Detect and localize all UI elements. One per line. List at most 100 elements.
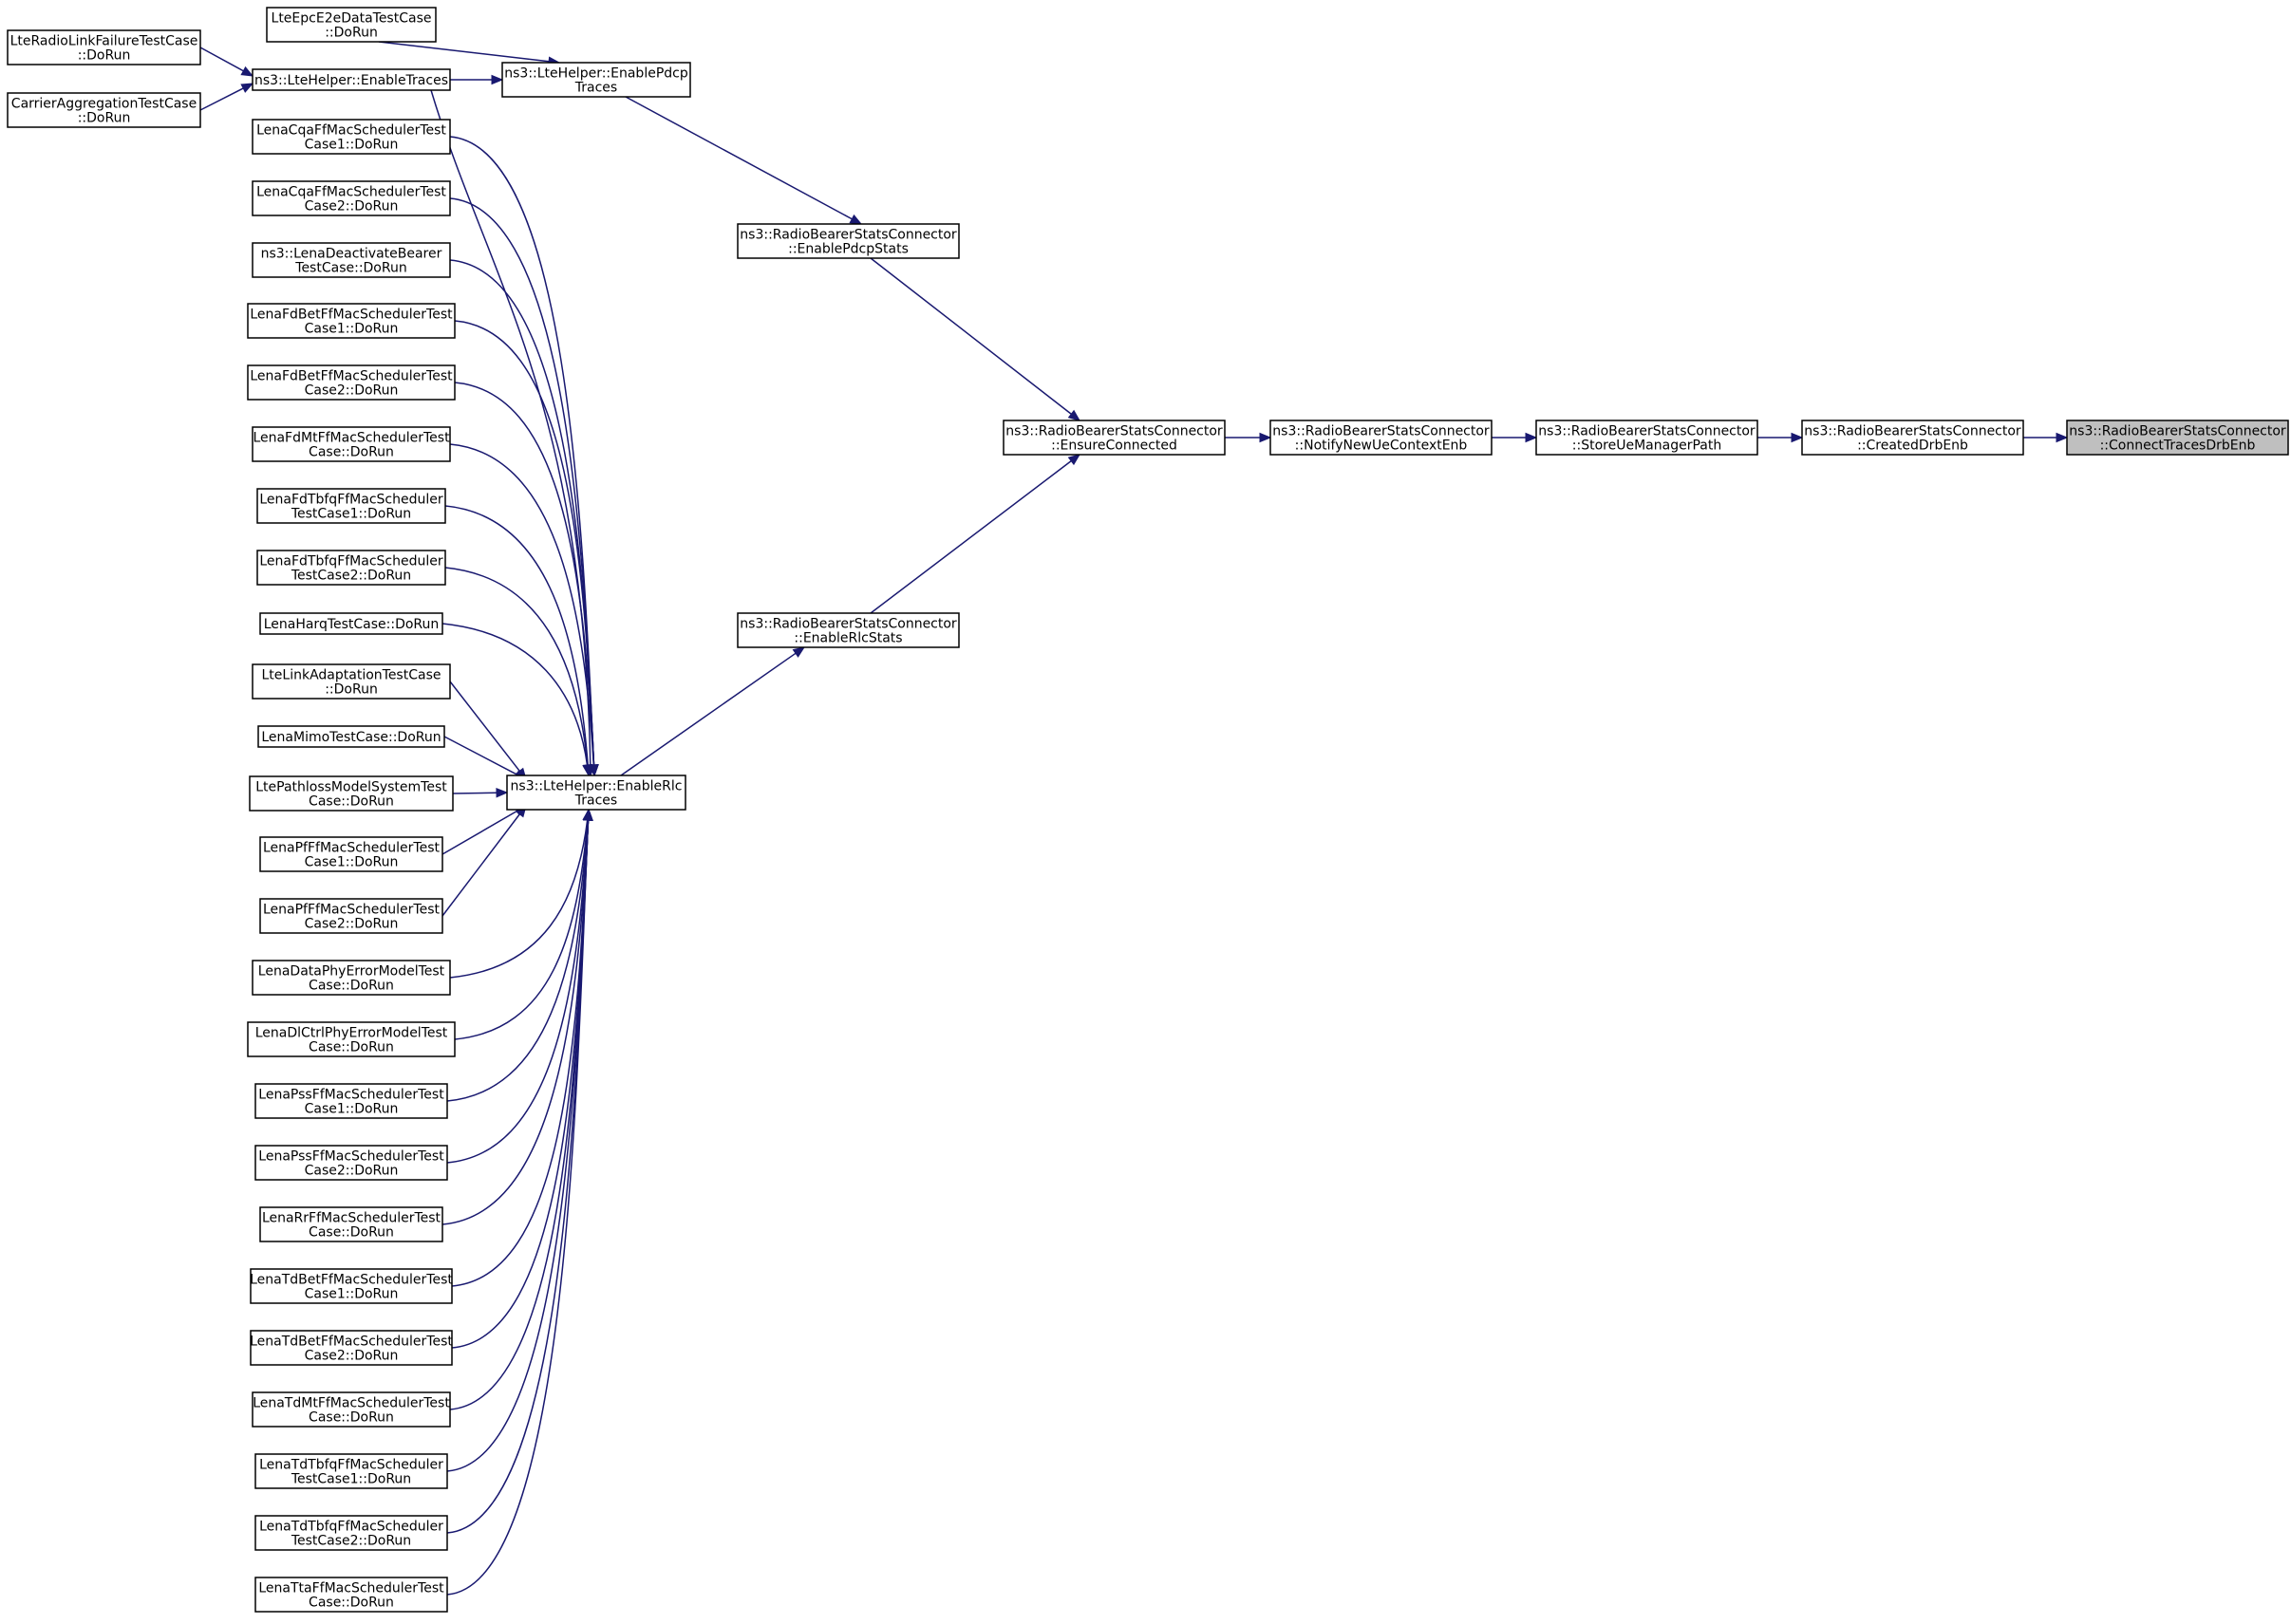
edge-arrowhead [491, 74, 504, 85]
node-label-line: LtePathlossModelSystemTest [255, 780, 447, 795]
node-label-line: LenaPfFfMacSchedulerTest [263, 841, 440, 856]
node-box [254, 1577, 448, 1613]
node-box [256, 488, 446, 524]
node-label-line: Case1::DoRun [305, 855, 399, 870]
node-box [254, 1145, 448, 1181]
node-box [1801, 420, 2024, 456]
node-box [252, 242, 451, 278]
edge-pdcptraces-to-pdcpstats [625, 96, 853, 220]
edge-fdbet2-to-rlctraces [454, 382, 595, 766]
node-box [1535, 420, 1758, 456]
edge-rlcstats-to-ensure [870, 460, 1072, 614]
edge-cqa1-to-rlctraces [449, 136, 595, 766]
node-carrier[interactable]: CarrierAggregationTestCase::DoRun [7, 92, 201, 128]
node-rlf[interactable]: LteRadioLinkFailureTestCase::DoRun [7, 29, 201, 65]
node-label-line: TestCase1::DoRun [291, 1472, 411, 1487]
node-box [501, 62, 691, 98]
nodes-layer: ns3::RadioBearerStatsConnector::ConnectT… [7, 7, 2289, 1613]
node-label-line: ::EnableRlcStats [794, 631, 902, 646]
node-box [259, 836, 443, 872]
node-mimo[interactable]: LenaMimoTestCase::DoRun [257, 725, 445, 748]
node-label-line: LenaMimoTestCase::DoRun [261, 730, 441, 745]
node-created[interactable]: ns3::RadioBearerStatsConnector::CreatedD… [1801, 420, 2024, 456]
node-label-line: CarrierAggregationTestCase [11, 97, 197, 112]
edge-arrowhead [2056, 432, 2069, 443]
edge-arrowhead [582, 763, 592, 777]
node-linkadapt[interactable]: LteLinkAdaptationTestCase::DoRun [252, 663, 451, 700]
node-label-line: LteRadioLinkFailureTestCase [10, 34, 198, 49]
node-box [254, 1515, 448, 1551]
node-label-line: ::EnsureConnected [1051, 439, 1177, 454]
edge-tdtbfq1-to-rlctraces [446, 819, 590, 1472]
node-label-line: Case2::DoRun [305, 199, 399, 215]
node-label-line: Traces [574, 81, 617, 96]
node-label-line: TestCase::DoRun [294, 261, 406, 276]
edge-dlctrl-to-rlctraces [454, 819, 589, 1040]
node-label-line: ns3::RadioBearerStatsConnector [1005, 424, 1223, 439]
edge-pf2-to-rlctraces [441, 813, 520, 917]
node-label-line: Case2::DoRun [305, 383, 399, 399]
node-box [257, 725, 445, 748]
node-label-line: TestCase2::DoRun [291, 569, 411, 584]
node-enabletraces[interactable]: ns3::LteHelper::EnableTraces [252, 68, 451, 91]
edge-tdmt-to-rlctraces [449, 819, 590, 1410]
node-label-line: Case::DoRun [309, 1410, 394, 1426]
node-label-line: ns3::RadioBearerStatsConnector [2069, 424, 2286, 439]
edge-rlctraces-to-rlcstats [620, 652, 797, 776]
node-label-line: TestCase1::DoRun [291, 507, 411, 522]
node-connect[interactable]: ns3::RadioBearerStatsConnector::ConnectT… [2066, 420, 2289, 456]
node-label-line: Traces [574, 793, 617, 809]
node-rlcstats[interactable]: ns3::RadioBearerStatsConnector::EnableRl… [737, 612, 960, 648]
node-harq[interactable]: LenaHarqTestCase::DoRun [259, 612, 443, 635]
node-label-line: LenaPfFfMacSchedulerTest [263, 903, 440, 918]
node-notify[interactable]: ns3::RadioBearerStatsConnector::NotifyNe… [1269, 420, 1493, 456]
node-label-line: LenaTdTbfqFfMacScheduler [259, 1458, 443, 1473]
node-box [7, 92, 201, 128]
node-label-line: ::CreatedDrbEnb [1857, 439, 1968, 454]
edge-fdtbfq1-to-rlctraces [444, 505, 589, 766]
node-store[interactable]: ns3::RadioBearerStatsConnector::StoreUeM… [1535, 420, 1758, 456]
edge-pss2-to-rlctraces [446, 819, 590, 1164]
node-label-line: ns3::RadioBearerStatsConnector [740, 228, 957, 243]
node-epce2e[interactable]: LteEpcE2eDataTestCase::DoRun [266, 7, 437, 43]
node-label-line: Case1::DoRun [305, 1102, 399, 1117]
node-label-line: Case::DoRun [309, 1040, 394, 1055]
edge-arrowhead [1791, 432, 1804, 443]
node-ensure[interactable]: ns3::RadioBearerStatsConnector::EnsureCo… [1003, 420, 1226, 456]
node-label-line: LenaFdTbfqFfMacScheduler [259, 554, 442, 569]
node-box [254, 1453, 448, 1489]
node-box [252, 426, 451, 462]
edge-arrowhead [849, 214, 863, 225]
node-pdcpstats[interactable]: ns3::RadioBearerStatsConnector::EnablePd… [737, 223, 960, 259]
node-box [737, 223, 960, 259]
edge-arrowhead [583, 808, 593, 821]
node-label-line: LenaPssFfMacSchedulerTest [258, 1149, 444, 1165]
node-label-line: ns3::RadioBearerStatsConnector [1804, 424, 2021, 439]
node-label-line: ::EnablePdcpStats [788, 242, 909, 257]
node-label-line: LenaPssFfMacSchedulerTest [258, 1088, 444, 1103]
